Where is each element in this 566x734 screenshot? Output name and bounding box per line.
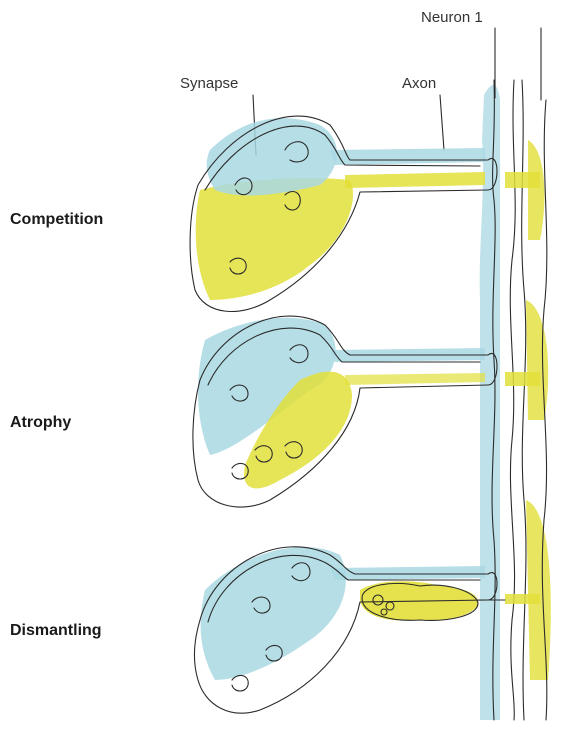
axon-label: Axon: [402, 75, 436, 92]
stage-label-atrophy: Atrophy: [10, 414, 71, 432]
synapse-label: Synapse: [180, 75, 238, 92]
stage-label-competition: Competition: [10, 211, 103, 229]
stage-label-dismantling: Dismantling: [10, 622, 102, 640]
neuron-1-label: Neuron 1: [421, 9, 483, 26]
